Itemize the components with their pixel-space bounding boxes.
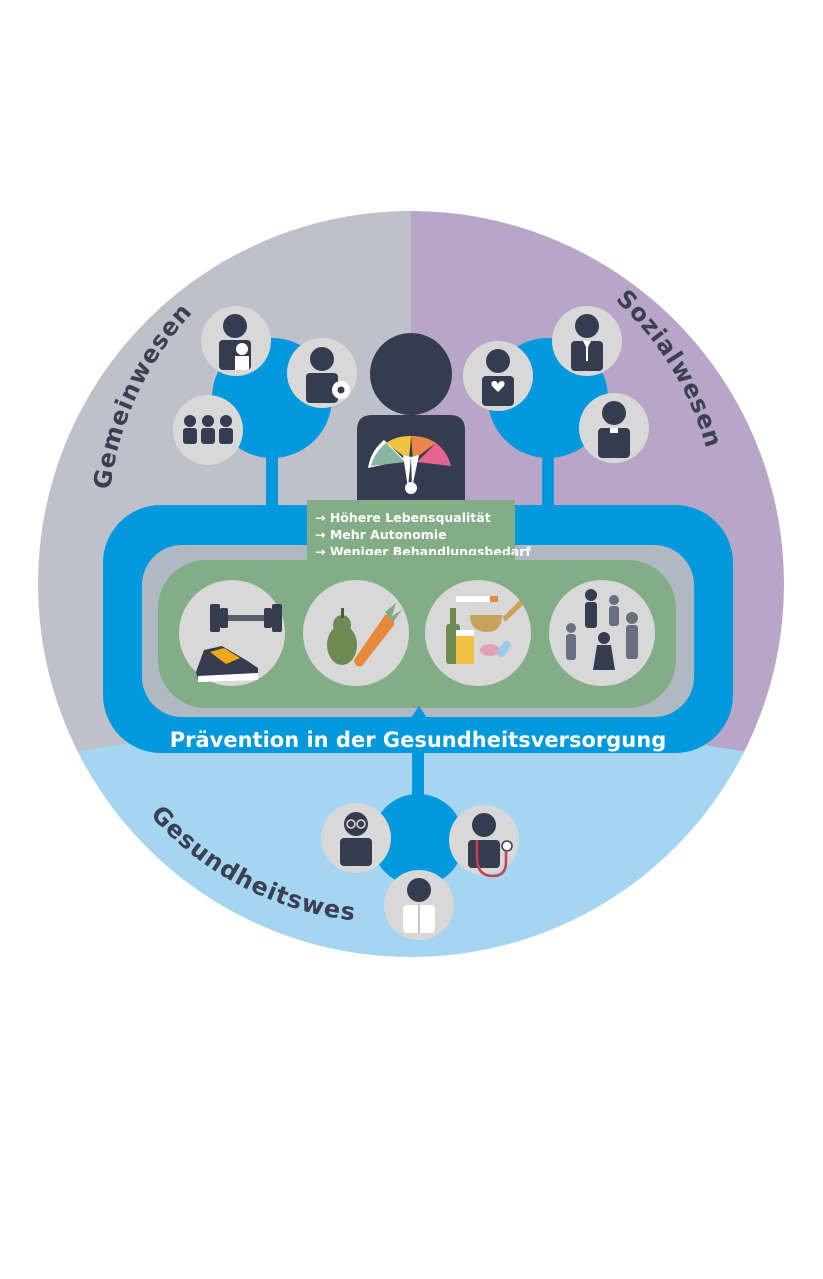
wellbeing-gauge-icon — [368, 435, 451, 494]
benefits-box: → Höhere Lebensqualität → Mehr Autonomie… — [307, 500, 531, 564]
football-person-icon — [287, 338, 357, 408]
pharmacist-icon — [384, 870, 454, 940]
suit-person-icon — [552, 306, 622, 376]
clergy-person-icon — [579, 393, 649, 463]
topics-band — [158, 560, 676, 708]
addiction-icon — [425, 580, 531, 686]
parent-child-icon — [201, 306, 271, 376]
health-hub — [372, 706, 464, 886]
central-person-body — [357, 415, 465, 510]
benefit-autonomy: → Mehr Autonomie — [315, 527, 447, 542]
glasses-person-icon — [321, 803, 391, 873]
central-person-head — [370, 333, 452, 415]
heart-person-icon — [463, 341, 533, 411]
population-icon — [549, 580, 655, 686]
prevention-banner-title: Prävention in der Gesundheitsversorgung — [170, 728, 667, 752]
group-icon — [173, 395, 243, 465]
nutrition-icon — [303, 580, 409, 686]
benefit-quality: → Höhere Lebensqualität — [315, 510, 491, 525]
central-person — [357, 333, 465, 510]
doctor-stethoscope-icon — [449, 805, 519, 878]
exercise-icon — [179, 580, 285, 686]
